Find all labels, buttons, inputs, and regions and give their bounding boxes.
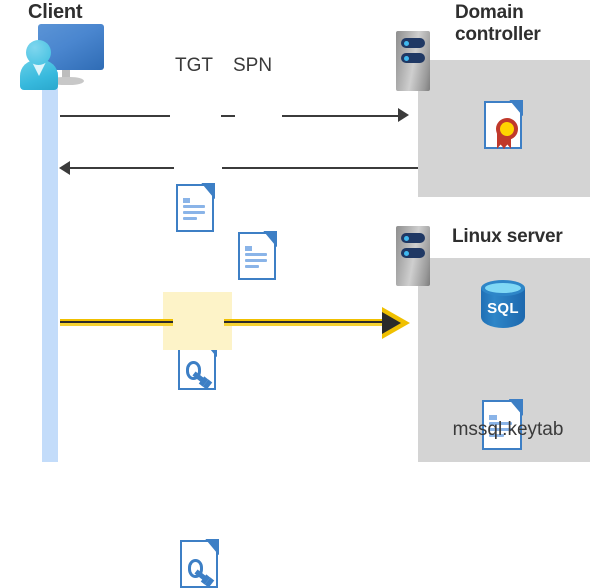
spn-document-icon — [238, 231, 277, 280]
response-arrow-segment — [222, 167, 418, 169]
service-ticket-arrow-segment — [224, 319, 383, 326]
ribbon-tail-left — [496, 131, 505, 150]
response-arrow-segment — [70, 167, 174, 169]
request-arrow-segment — [221, 115, 235, 117]
client-computer-user-icon — [20, 24, 104, 90]
sql-database-icon: SQL — [481, 280, 525, 336]
sql-label: SQL — [487, 300, 519, 317]
service-ticket-highlight — [163, 292, 232, 350]
tgt-document-icon — [176, 183, 215, 232]
rack-bay-top — [401, 233, 425, 243]
document-line — [489, 422, 513, 425]
document-line — [182, 205, 205, 209]
certificate-ribbon — [493, 118, 518, 150]
tgt-label: TGT — [175, 55, 213, 76]
diagram-canvas: Client Domain controller Linux server SQ… — [20, 1, 590, 588]
spn-label: SPN — [233, 55, 273, 76]
document-bar — [244, 246, 253, 251]
rack-bay-bottom — [401, 248, 425, 258]
document-bar — [489, 415, 498, 420]
document-sheet — [482, 400, 522, 450]
person-head — [26, 40, 51, 65]
linux-server-rack-icon — [396, 226, 430, 286]
ribbon-tail-right — [503, 131, 512, 150]
certificate-seal — [495, 118, 518, 141]
request-arrow-segment — [282, 115, 399, 117]
rack-bay-bottom — [401, 53, 425, 63]
linux-server-title: Linux server — [452, 226, 563, 247]
domain-controller-rack-icon — [396, 31, 430, 91]
client-lifeline — [42, 72, 58, 462]
domain-controller-title: Domain controller — [455, 2, 541, 46]
ticket-key-document-icon — [178, 341, 217, 390]
document-line — [244, 253, 267, 257]
document-line — [489, 434, 505, 437]
document-line — [182, 210, 205, 214]
cylinder-top — [481, 280, 525, 296]
monitor-stand — [62, 70, 70, 79]
key-ring-hole — [190, 562, 193, 565]
request-arrowhead — [398, 108, 409, 122]
monitor-base — [50, 77, 84, 85]
document-bar — [182, 198, 191, 203]
client-title: Client — [28, 1, 83, 23]
keytab-document-icon — [482, 399, 523, 450]
document-line — [182, 216, 198, 220]
key-ring-hole — [188, 364, 191, 367]
service-ticket-key-document-icon — [180, 539, 219, 588]
document-line — [244, 258, 267, 262]
response-arrowhead — [59, 161, 70, 175]
keytab-filename-label: mssql.keytab — [452, 419, 564, 440]
rack-bay-top — [401, 38, 425, 48]
service-ticket-arrow-segment — [60, 319, 173, 326]
request-arrow-segment — [60, 115, 170, 117]
document-line — [489, 428, 513, 431]
certificate-document-icon — [484, 100, 523, 150]
service-ticket-arrowhead-inner — [382, 312, 401, 334]
document-line — [244, 264, 260, 268]
